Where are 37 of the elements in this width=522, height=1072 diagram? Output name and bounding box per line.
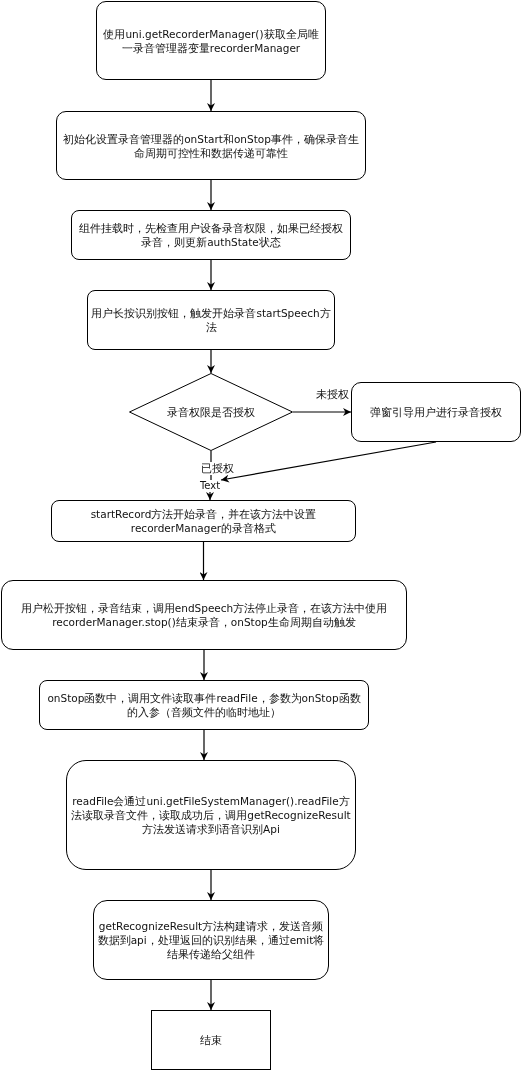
step-text: 用户长按识别按钮，触发开始录音startSpeech方法 [90, 306, 332, 334]
arrow [207, 979, 215, 1011]
process-box [96, 1, 326, 80]
process-box [56, 111, 366, 180]
process-box [1, 580, 407, 650]
arrow [206, 491, 214, 501]
step-text: 用户松开按钮，录音结束，调用endSpeech方法停止录音，在该方法中使用recorderManager.stop()结束录音，onStop生命周期自动触发 [19, 601, 389, 629]
text-label: Text [198, 479, 222, 493]
arrow [200, 729, 208, 761]
arrow [207, 179, 215, 211]
step-text: 弹窗引导用户进行录音授权 [369, 405, 503, 419]
process-box [93, 900, 329, 980]
step-text: getRecognizeResult方法构建请求，发送音频数据到api，处理返回的识别结果，通过emit将结果传递给父组件 [96, 919, 326, 961]
process-box [87, 290, 335, 350]
step-text: readFile会通过uni.getFileSystemManager().readFile方法读取录音文件，读取成功后，调用getRecognizeResult方法发送请求到语音识别Api [70, 794, 352, 836]
arrow [207, 79, 215, 112]
edge-label: 已授权 [201, 461, 234, 475]
decision-text: 录音权限是否授权 [166, 405, 256, 419]
arrow [207, 869, 215, 901]
step-text: onStop函数中，调用文件读取事件readFile，参数为onStop函数的入参（音频文件的临时地址） [46, 691, 362, 719]
arrow [292, 408, 352, 416]
end-box [151, 1010, 271, 1070]
step-text: 初始化设置录音管理器的onStart和onStop事件，确保录音生命周期可控性和数据传递可靠性 [62, 131, 360, 160]
process-box [66, 760, 356, 870]
process-box [39, 680, 369, 730]
arrow [207, 349, 215, 374]
process-box [51, 500, 356, 542]
process-box [71, 210, 351, 260]
edge-label: 未授权 [316, 388, 349, 401]
process-box [351, 382, 521, 442]
step-text: 使用uni.getRecorderManager()获取全局唯一录音管理器变量recorderManager [102, 26, 320, 55]
step-text: startRecord方法开始录音，并在该方法中设置recorderManager的录音格式 [89, 507, 318, 535]
arrow [200, 649, 208, 681]
step-text: 结束 [199, 1033, 223, 1047]
step-text: 组件挂载时，先检查用户设备录音权限，如果已经授权录音，则更新authState状态 [78, 221, 344, 249]
arrow [207, 259, 215, 291]
arrow [199, 541, 208, 581]
